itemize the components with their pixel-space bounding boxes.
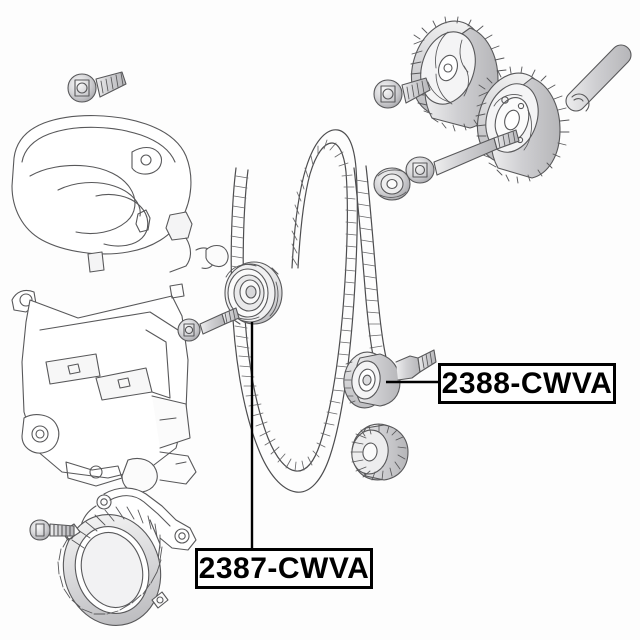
part-label-2388-text: 2388-CWVA bbox=[441, 366, 613, 400]
washer-bearing bbox=[373, 167, 411, 201]
engine-block-bracket bbox=[11, 251, 197, 493]
cover-clip bbox=[205, 244, 229, 268]
crank-sprocket-ring bbox=[57, 506, 169, 626]
camshaft-sprocket-front bbox=[475, 66, 570, 184]
part-label-2388[interactable]: 2388-CWVA bbox=[438, 363, 616, 404]
flange-bolt-top-left bbox=[67, 71, 127, 103]
flange-bolt-bottom-left bbox=[29, 519, 75, 541]
timing-belt-tensioner-pulley bbox=[224, 261, 283, 325]
leader-lines bbox=[250, 322, 438, 548]
part-label-2387-text: 2387-CWVA bbox=[198, 551, 370, 585]
dowel-pin bbox=[565, 44, 632, 112]
flange-bolt-upper-right bbox=[373, 77, 431, 109]
ribbed-roller bbox=[350, 423, 409, 481]
timing-belt-cover bbox=[11, 115, 215, 273]
part-label-2387[interactable]: 2387-CWVA bbox=[195, 548, 373, 589]
timing-belt-idler-pulley bbox=[343, 349, 437, 409]
long-bolt-center-left bbox=[177, 307, 240, 342]
long-bolt-upper-right bbox=[405, 129, 520, 184]
crankshaft-pulley-assembly bbox=[29, 487, 197, 626]
